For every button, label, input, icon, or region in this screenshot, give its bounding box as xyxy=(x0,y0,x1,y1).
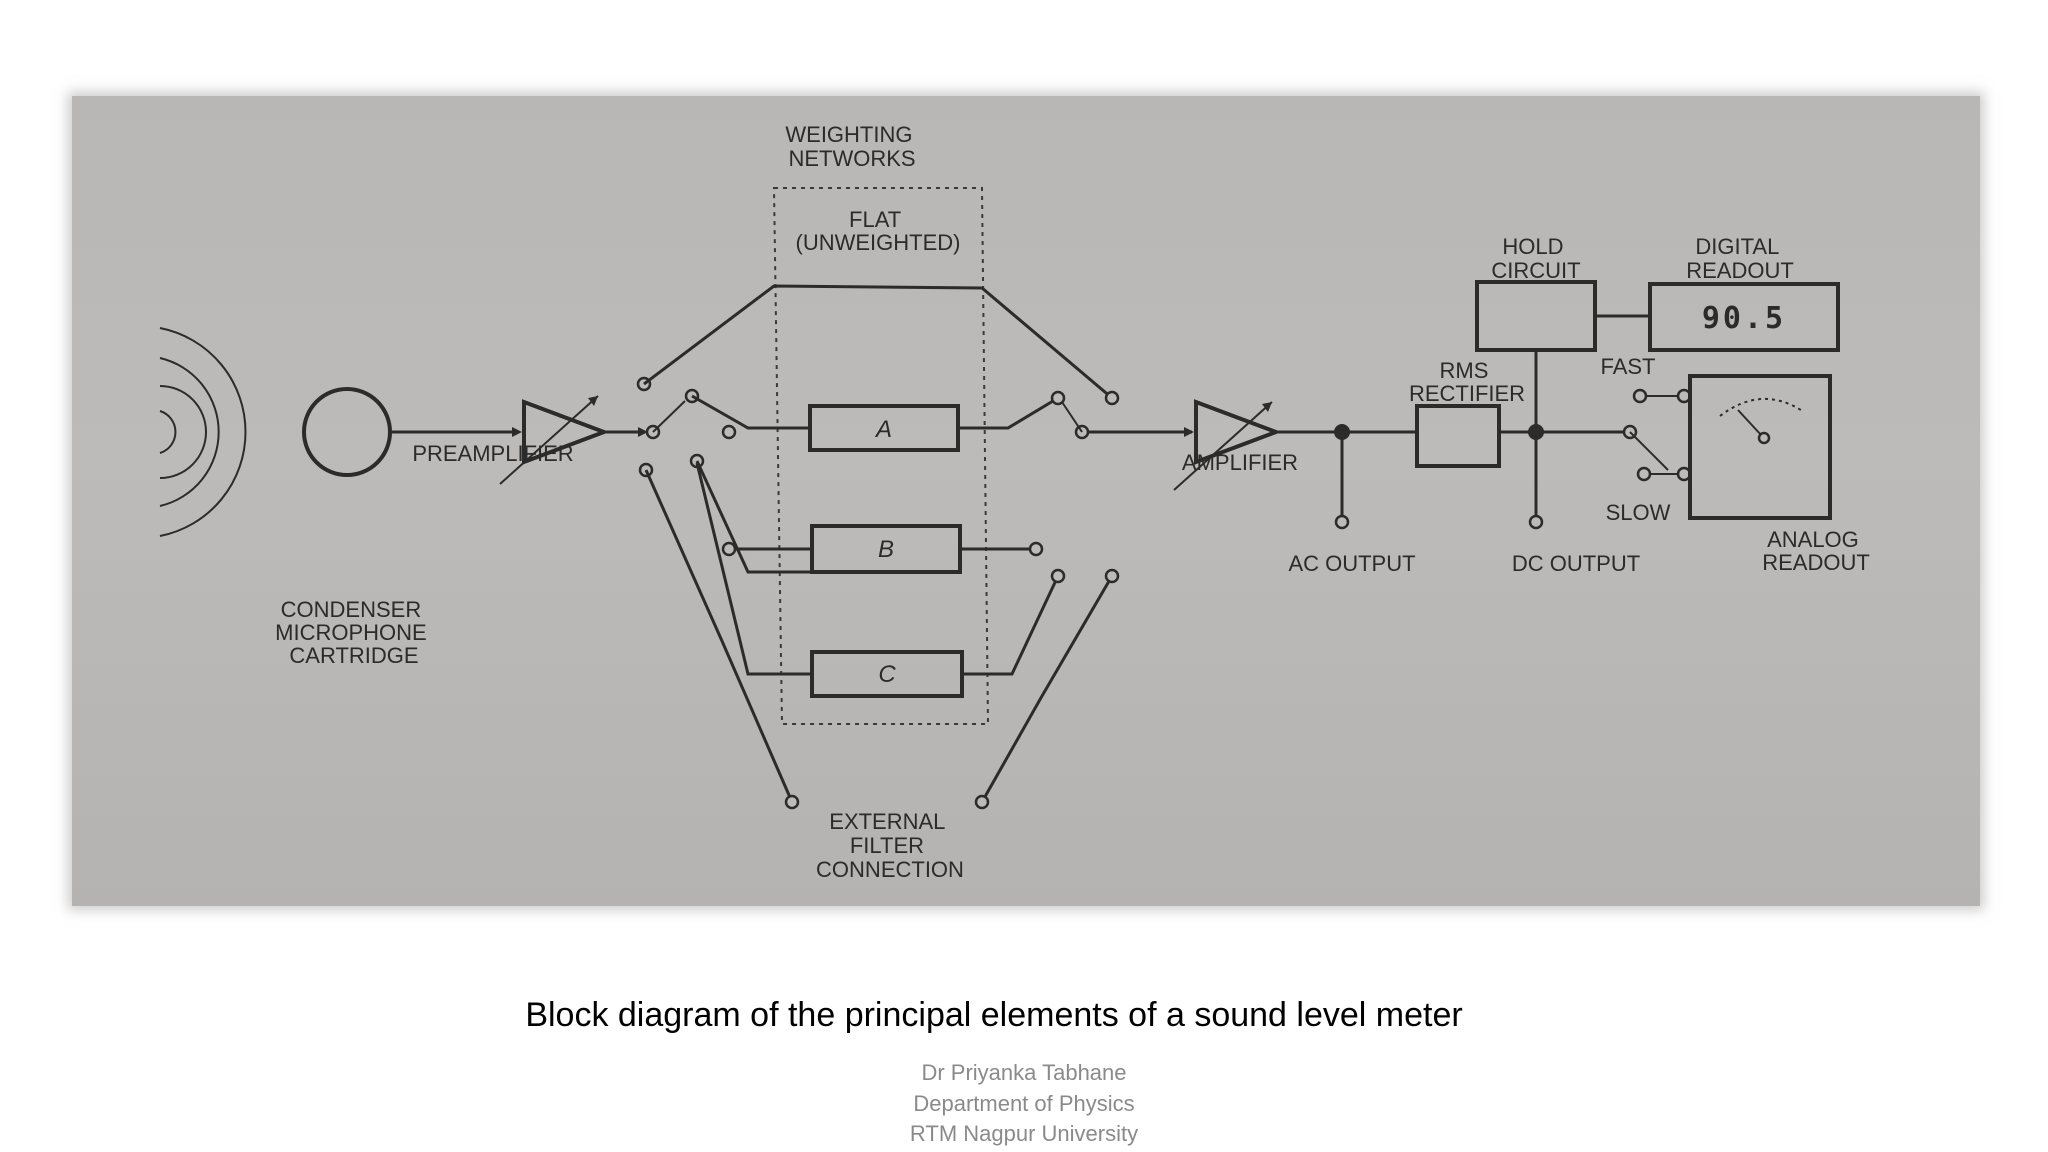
digital-readout-display xyxy=(1648,282,1840,352)
meter-scale-icon xyxy=(1719,398,1805,417)
filter-a-label: A xyxy=(874,416,892,443)
amplifier-symbol xyxy=(1173,399,1282,491)
microphone-label: CONDENSER MICROPHONE CARTRIDGE xyxy=(275,597,433,668)
rms-rectifier-block xyxy=(1415,404,1501,468)
diagram-photo: CONDENSER MICROPHONE CARTRIDGE PREAMPLIF… xyxy=(72,96,1980,906)
dc-output-label: DC OUTPUT xyxy=(1512,551,1640,576)
author-name: Dr Priyanka Tabhane xyxy=(921,1060,1127,1085)
digital-readout-value: 90.5 xyxy=(1702,301,1786,336)
hold-circuit-label: HOLD CIRCUIT xyxy=(1491,234,1580,283)
microphone-icon xyxy=(302,387,392,477)
output-selector-switch[interactable] xyxy=(1050,390,1120,584)
hold-circuit-block xyxy=(1475,280,1597,352)
fast-label: FAST xyxy=(1600,354,1655,379)
sound-level-meter-diagram: CONDENSER MICROPHONE CARTRIDGE PREAMPLIF… xyxy=(159,122,1870,882)
analog-readout-label: ANALOG READOUT xyxy=(1762,527,1870,575)
ac-output-label: AC OUTPUT xyxy=(1288,551,1415,576)
department-name: Department of Physics xyxy=(913,1091,1135,1116)
preamplifier-label: PREAMPLIFIER xyxy=(412,441,573,466)
weighting-networks-label: WEIGHTING NETWORKS xyxy=(785,122,918,171)
preamplifier-symbol xyxy=(499,395,610,485)
input-selector-switch[interactable] xyxy=(636,376,737,478)
external-filter-label: EXTERNAL FILTER CONNECTION xyxy=(816,809,964,882)
sound-waves-icon xyxy=(159,327,247,537)
analog-readout-meter xyxy=(1688,374,1832,520)
flat-label: FLAT (UNWEIGHTED) xyxy=(796,207,961,255)
amplifier-label: AMPLIFIER xyxy=(1182,450,1298,475)
filter-b-label: B xyxy=(878,536,894,563)
rms-rectifier-label: RMS RECTIFIER xyxy=(1409,358,1525,406)
slide-caption: Block diagram of the principal elements … xyxy=(525,996,1463,1034)
digital-readout-label: DIGITAL READOUT xyxy=(1686,234,1794,283)
fast-slow-switch[interactable] xyxy=(1622,388,1692,482)
filter-c-label: C xyxy=(878,661,896,688)
university-name: RTM Nagpur University xyxy=(909,1121,1139,1146)
meter-needle-icon xyxy=(1737,409,1763,437)
weighting-networks-box xyxy=(772,187,990,725)
slow-label: SLOW xyxy=(1606,500,1671,525)
